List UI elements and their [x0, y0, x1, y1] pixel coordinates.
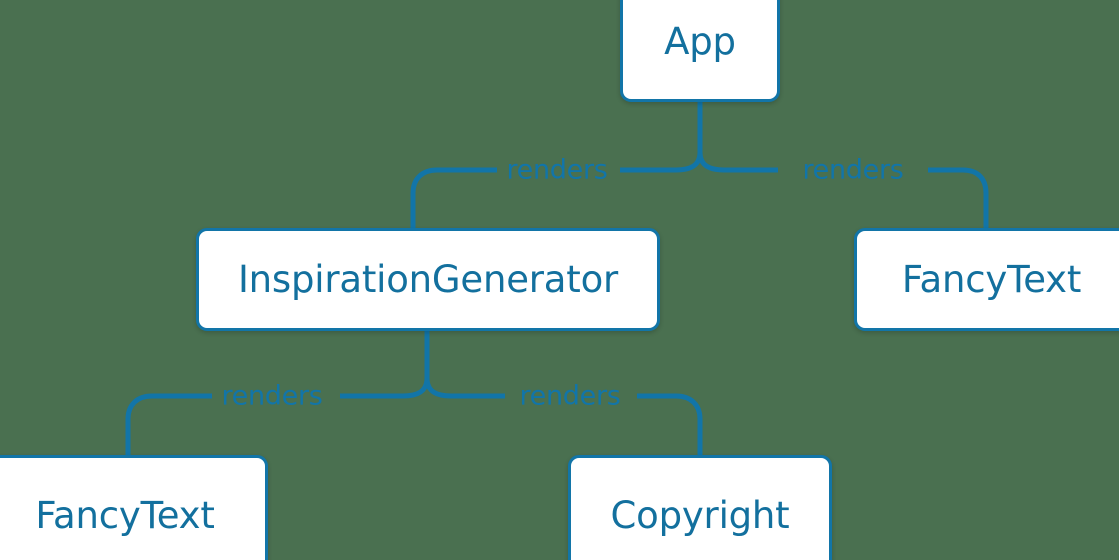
edge-inspiration-to-copyright [424, 377, 703, 455]
node-app-label: App [664, 20, 736, 63]
edge-app-to-fancytext-right [697, 151, 989, 228]
node-inspirationgenerator[interactable]: InspirationGenerator [196, 228, 660, 331]
node-fancytext-left-label: FancyText [35, 493, 215, 537]
node-fancytext-right-label: FancyText [901, 258, 1082, 301]
node-app[interactable]: App [620, 0, 780, 102]
node-fancytext-left[interactable]: FancyText [0, 455, 268, 560]
node-inspirationgenerator-label: InspirationGenerator [237, 258, 619, 301]
edge-label-inspirationgenerator-to-fancytext: renders [221, 380, 323, 412]
edge-label-inspirationgenerator-to-copyright: renders [519, 380, 621, 412]
node-fancytext-right[interactable]: FancyText [854, 228, 1119, 331]
edge-label-app-to-fancytext: renders [802, 154, 904, 186]
node-copyright-label: Copyright [610, 493, 790, 537]
edge-label-app-to-inspirationgenerator: renders [506, 154, 608, 186]
node-copyright[interactable]: Copyright [568, 455, 832, 560]
